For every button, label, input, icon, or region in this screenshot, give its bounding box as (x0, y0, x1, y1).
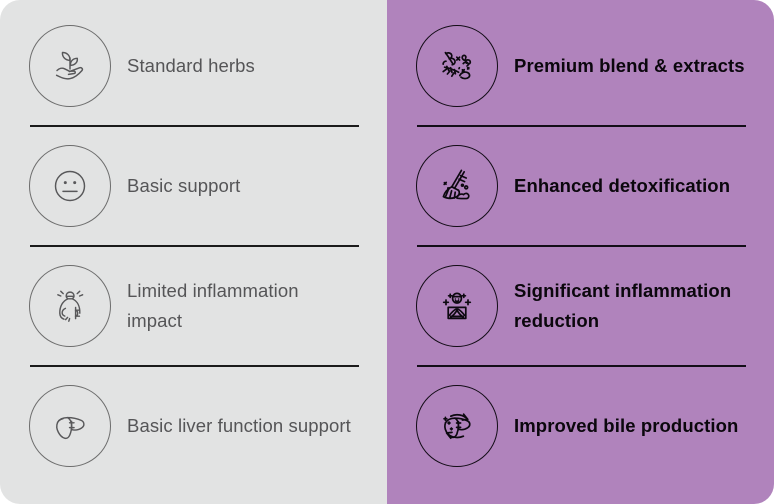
premium-row-enhanced-detox: Enhanced detoxification (416, 132, 745, 240)
liver-icon (29, 385, 111, 467)
premium-row-label: Improved bile production (514, 415, 739, 436)
plant-in-hand-icon (29, 25, 111, 107)
basic-row-label: Limited inflammation impact (127, 280, 299, 331)
premium-row-premium-blend: Premium blend & extracts (416, 12, 745, 120)
premium-row-significant-inflammation: Significant inflammation reduction (416, 252, 745, 360)
premium-divider-3 (417, 365, 746, 367)
basic-divider-3 (30, 365, 359, 367)
premium-column: Premium blend & extracts (387, 0, 774, 504)
basic-row-basic-support: Basic support (29, 132, 358, 240)
broom-sweeping-icon (416, 145, 498, 227)
back-pain-person-icon (29, 265, 111, 347)
premium-row-label: Significant inflammation reduction (514, 280, 732, 331)
liver-cycle-arrows-icon (416, 385, 498, 467)
herb-sprigs-icon (416, 25, 498, 107)
happy-person-sparkles-icon (416, 265, 498, 347)
premium-divider-1 (417, 125, 746, 127)
premium-row-label: Enhanced detoxification (514, 175, 731, 196)
basic-divider-2 (30, 245, 359, 247)
premium-divider-2 (417, 245, 746, 247)
basic-row-standard-herbs: Standard herbs (29, 12, 358, 120)
premium-row-improved-bile: Improved bile production (416, 372, 745, 480)
premium-row-label: Premium blend & extracts (514, 55, 745, 76)
neutral-face-icon (29, 145, 111, 227)
basic-row-label: Standard herbs (127, 55, 255, 76)
basic-column: Standard herbs Basic support (0, 0, 387, 504)
basic-divider-1 (30, 125, 359, 127)
basic-row-basic-liver: Basic liver function support (29, 372, 358, 480)
basic-row-label: Basic liver function support (127, 415, 351, 436)
basic-row-limited-inflammation: Limited inflammation impact (29, 252, 358, 360)
basic-row-label: Basic support (127, 175, 241, 196)
